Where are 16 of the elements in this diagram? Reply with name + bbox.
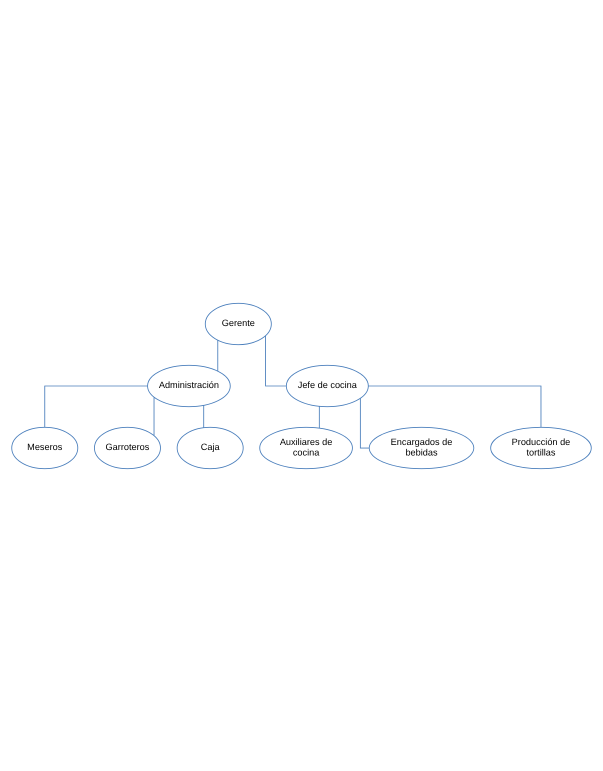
connector: [203, 404, 204, 428]
node-ellipse: Auxiliares de cocina: [259, 426, 353, 469]
node-ellipse: Caja: [176, 426, 244, 469]
node-ellipse: Encargados de bebidas: [368, 426, 474, 469]
connector: [44, 385, 148, 428]
node-ellipse: Jefe de cocina: [286, 364, 369, 407]
connector: [318, 405, 320, 428]
node-ellipse: Administración: [147, 364, 231, 407]
connector: [368, 385, 542, 428]
node-ellipse: Producción de tortillas: [490, 426, 592, 469]
node-ellipse: Meseros: [11, 426, 78, 469]
node-ellipse: Gerente: [204, 302, 272, 345]
connector: [217, 339, 218, 372]
connector: [360, 397, 370, 448]
connector: [265, 334, 287, 386]
node-ellipse: Garroteros: [94, 426, 161, 469]
